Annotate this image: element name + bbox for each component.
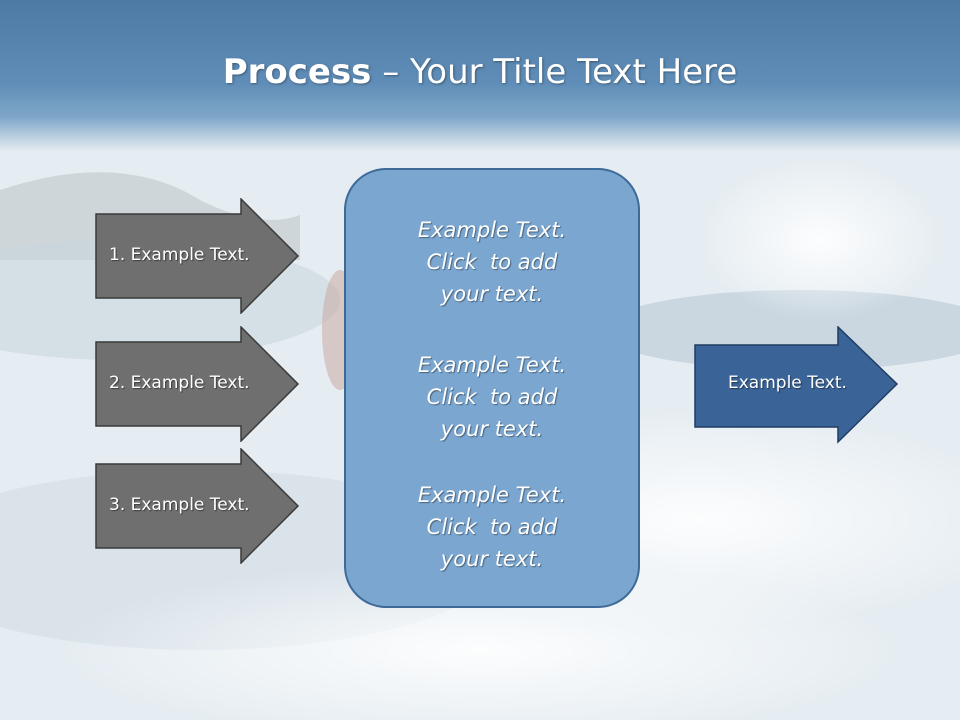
center-item-2-line2: Click to add: [426, 385, 558, 409]
center-item-1-line2: Click to add: [426, 250, 558, 274]
center-item-3-line1: Example Text.: [417, 483, 567, 507]
center-item-2-line3: your text.: [440, 417, 544, 441]
right-arrow[interactable]: Example Text.: [694, 326, 900, 444]
slide-title: Process – Your Title Text Here: [0, 52, 960, 92]
center-item-1-line1: Example Text.: [417, 218, 567, 242]
left-arrow-2-label: 2. Example Text.: [109, 373, 250, 393]
left-arrow-2[interactable]: 2. Example Text.: [95, 326, 301, 442]
center-text-box[interactable]: Example Text. Click to add your text. Ex…: [344, 168, 640, 608]
left-arrow-1[interactable]: 1. Example Text.: [95, 198, 301, 314]
center-item-2-line1: Example Text.: [417, 353, 567, 377]
left-arrow-3-label: 3. Example Text.: [109, 495, 250, 515]
right-arrow-label: Example Text.: [728, 373, 847, 393]
center-item-3: Example Text. Click to add your text.: [346, 479, 638, 575]
center-item-3-line2: Click to add: [426, 515, 558, 539]
left-arrow-1-label: 1. Example Text.: [109, 245, 250, 265]
title-band: [0, 0, 960, 150]
title-bold: Process: [222, 52, 372, 92]
center-item-3-line3: your text.: [440, 547, 544, 571]
center-item-1: Example Text. Click to add your text.: [346, 214, 638, 310]
center-item-2: Example Text. Click to add your text.: [346, 349, 638, 445]
left-arrow-3[interactable]: 3. Example Text.: [95, 448, 301, 564]
center-item-1-line3: your text.: [440, 282, 544, 306]
title-rest: – Your Title Text Here: [371, 52, 738, 92]
